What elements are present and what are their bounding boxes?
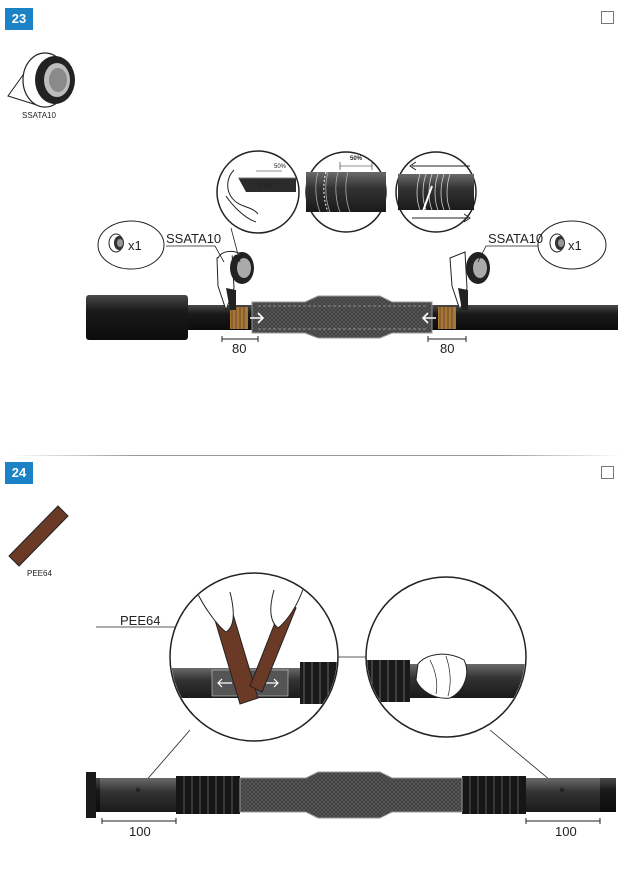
detail-overlap-label: 50% — [274, 164, 287, 170]
detail-full-label: 100% — [258, 184, 274, 190]
strip-code-label: PEE64 — [27, 569, 52, 578]
dimension-right-24: 100 — [555, 824, 577, 839]
dimension-left-24: 100 — [129, 824, 151, 839]
tape-roll-right — [449, 251, 490, 312]
tape-roll-small-icon — [549, 233, 565, 253]
detail-circle-strip — [169, 572, 339, 742]
detail-circle-overlap — [305, 151, 387, 233]
tape-roll-icon — [7, 52, 75, 108]
cable-joint-24 — [86, 771, 616, 824]
tape-code-label: SSATA10 — [22, 111, 56, 120]
step-number-badge: 24 — [5, 462, 33, 484]
dimension-right: 80 — [440, 341, 455, 356]
cable-joint-23 — [86, 295, 618, 342]
detail-circle-tearing — [216, 150, 300, 234]
tape-label-right: SSATA10 — [488, 231, 544, 246]
tape-roll-left — [216, 250, 254, 312]
tape-roll-small-icon — [108, 233, 124, 253]
dimension-left: 80 — [232, 341, 247, 356]
detail-circle-cleaning — [365, 576, 527, 738]
quantity-right: x1 — [568, 238, 582, 253]
step-24-checkbox[interactable] — [601, 466, 614, 479]
tape-label-left: SSATA10 — [166, 231, 222, 246]
step-23-checkbox[interactable] — [601, 11, 614, 24]
quantity-left: x1 — [128, 238, 142, 253]
strip-callout-label: PEE64 — [120, 613, 161, 628]
sealing-strip-icon — [8, 505, 69, 567]
step-number-badge: 23 — [5, 8, 33, 30]
detail-overlap-label-2: 50% — [350, 156, 363, 162]
detail-circle-winding — [395, 151, 477, 233]
section-divider — [10, 455, 622, 456]
